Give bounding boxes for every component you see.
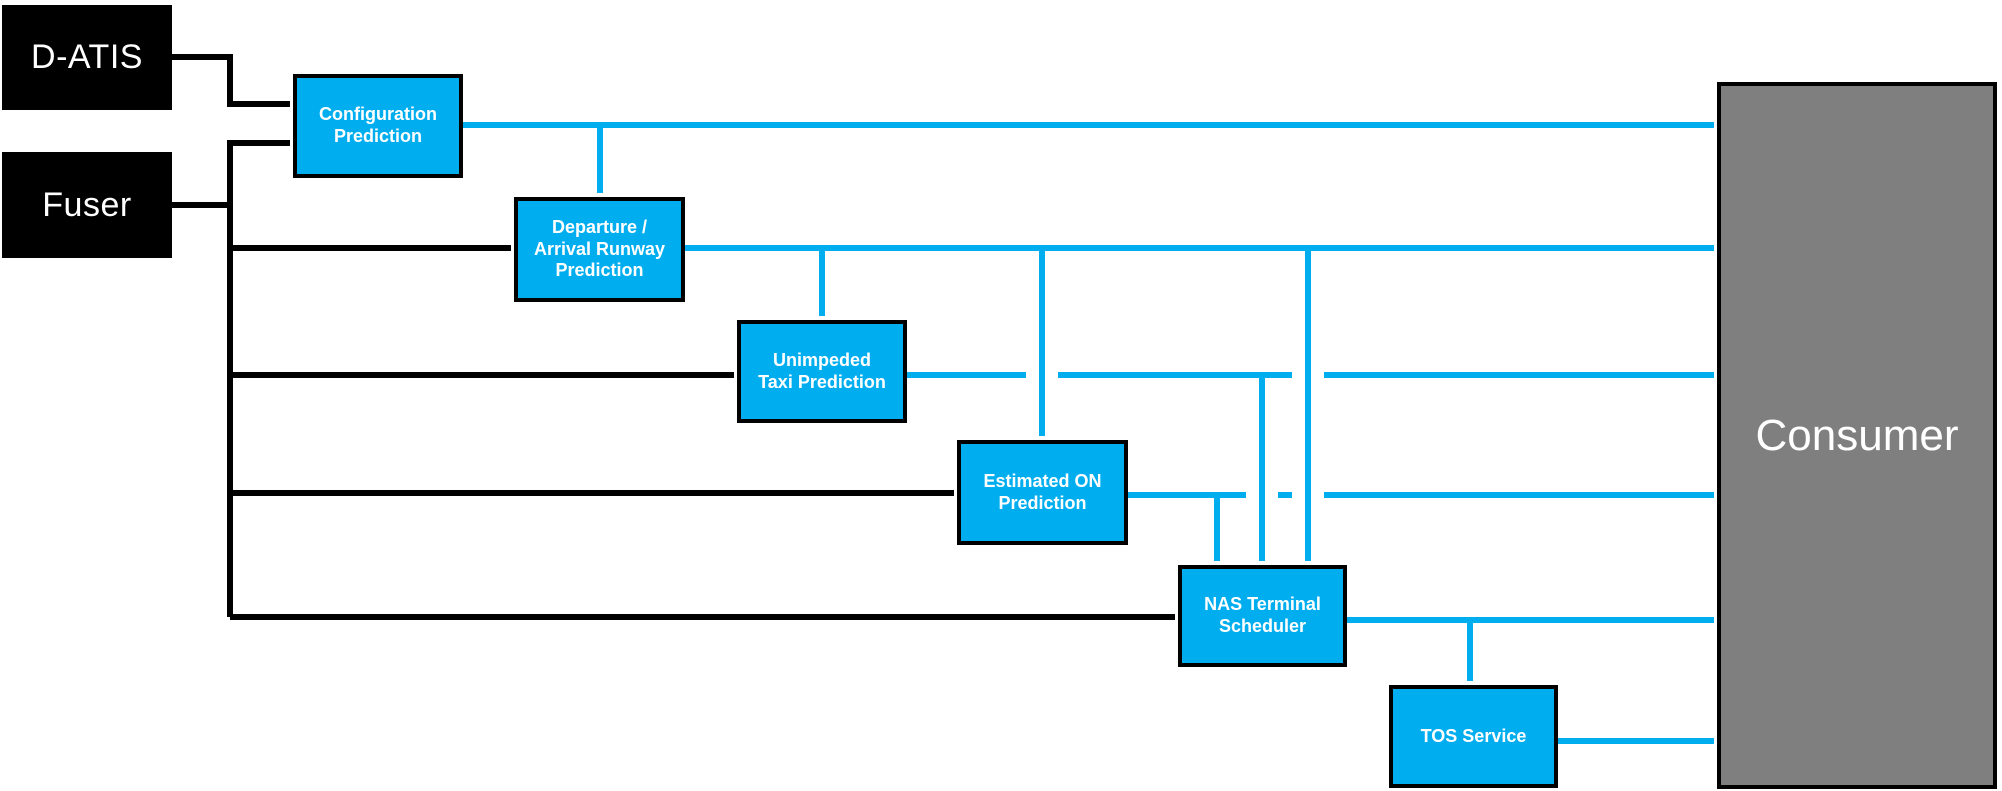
node-configuration-prediction: Configuration Prediction bbox=[293, 74, 463, 178]
node-estimated-on-prediction: Estimated ON Prediction bbox=[957, 440, 1128, 545]
node-nas-terminal-scheduler: NAS Terminal Scheduler bbox=[1178, 565, 1347, 667]
node-d-atis: D-ATIS bbox=[2, 5, 172, 110]
edge-fuser-config bbox=[172, 143, 290, 208]
node-departure-arrival-runway-prediction: Departure / Arrival Runway Prediction bbox=[514, 197, 685, 302]
node-fuser: Fuser bbox=[2, 152, 172, 258]
node-unimpeded-taxi-prediction: Unimpeded Taxi Prediction bbox=[737, 320, 907, 423]
node-consumer: Consumer bbox=[1717, 82, 1997, 789]
edge-datis-config bbox=[172, 54, 290, 107]
node-tos-service: TOS Service bbox=[1389, 685, 1558, 788]
